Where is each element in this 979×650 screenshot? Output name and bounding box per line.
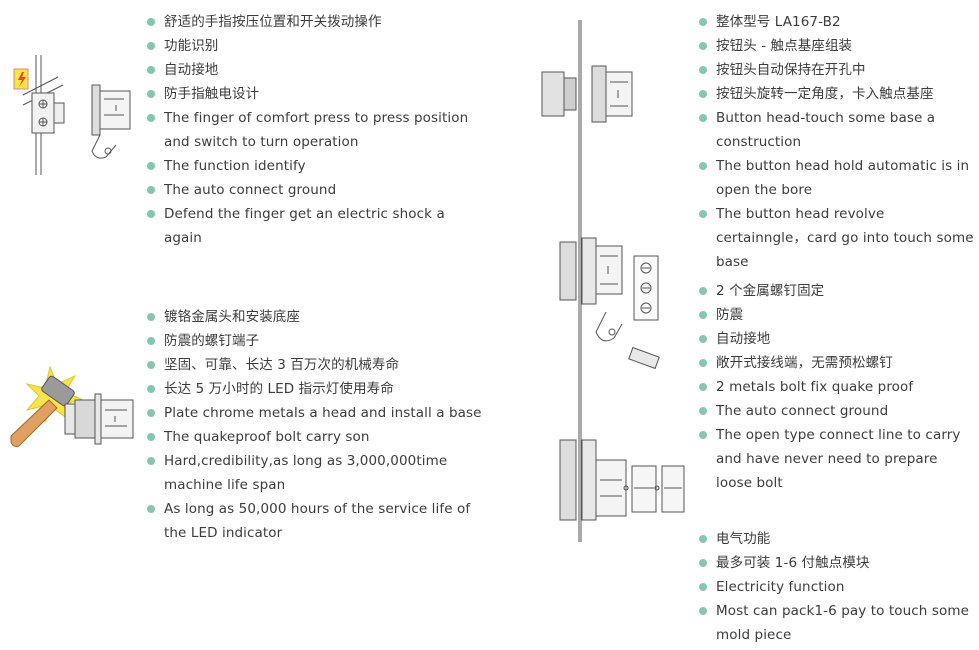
feature-item: 最多可装 1-6 付触点模块	[699, 551, 974, 575]
feature-item: The quakeproof bolt carry son	[147, 425, 492, 449]
feature-item: The auto connect ground	[699, 399, 974, 423]
warning-icon	[13, 68, 29, 90]
feature-item: The finger of comfort press to press pos…	[147, 106, 477, 154]
feature-item: The button head hold automatic is in ope…	[699, 154, 974, 202]
feature-item: The open type connect line to carry and …	[699, 423, 974, 495]
feature-item: 按钮头 - 触点基座组装	[699, 34, 974, 58]
feature-item: As long as 50,000 hours of the service l…	[147, 497, 492, 545]
feature-item: Most can pack1-6 pay to touch some mold …	[699, 599, 974, 647]
feature-list-durability: 镀铬金属头和安装底座防震的螺钉端子坚固、可靠、长达 3 百万次的机械寿命长达 5…	[147, 305, 492, 545]
feature-item: 按钮头自动保持在开孔中	[699, 58, 974, 82]
feature-item: 防手指触电设计	[147, 82, 477, 106]
feature-item: Hard,credibility,as long as 3,000,000tim…	[147, 449, 492, 497]
contact-module-icon	[559, 439, 685, 521]
feature-item: 自动接地	[699, 327, 974, 351]
feature-item: 防震的螺钉端子	[147, 329, 492, 353]
contact-base-icon	[559, 237, 660, 370]
feature-item: 自动接地	[147, 58, 477, 82]
feature-item: Defend the finger get an electric shock …	[147, 202, 477, 250]
feature-item: 2 个金属螺钉固定	[699, 279, 974, 303]
feature-item: 敞开式接线端，无需预松螺钉	[699, 351, 974, 375]
switch-wiring-icon	[13, 55, 131, 175]
feature-item: 坚固、可靠、长达 3 百万次的机械寿命	[147, 353, 492, 377]
feature-item: 电气功能	[699, 527, 974, 551]
feature-item: 长达 5 万小时的 LED 指示灯使用寿命	[147, 377, 492, 401]
feature-item: The button head revolve certainngle，card…	[699, 202, 974, 274]
feature-item: The function identify	[147, 154, 477, 178]
feature-item: Plate chrome metals a head and install a…	[147, 401, 492, 425]
feature-item: 镀铬金属头和安装底座	[147, 305, 492, 329]
feature-item: 防震	[699, 303, 974, 327]
feature-item: Electricity function	[699, 575, 974, 599]
feature-item: 整体型号 LA167-B2	[699, 10, 974, 34]
feature-item: The auto connect ground	[147, 178, 477, 202]
hammer-icon	[10, 375, 75, 447]
hammer-impact-icon	[10, 365, 134, 447]
feature-item: 2 metals bolt fix quake proof	[699, 375, 974, 399]
feature-item: Button head-touch some base a constructi…	[699, 106, 974, 154]
feature-item: 按钮头旋转一定角度，卡入触点基座	[699, 82, 974, 106]
feature-item: 功能识别	[147, 34, 477, 58]
panel-mount-icon	[541, 20, 685, 542]
feature-item: 舒适的手指按压位置和开关拨动操作	[147, 10, 477, 34]
button-head-icon	[541, 65, 633, 123]
